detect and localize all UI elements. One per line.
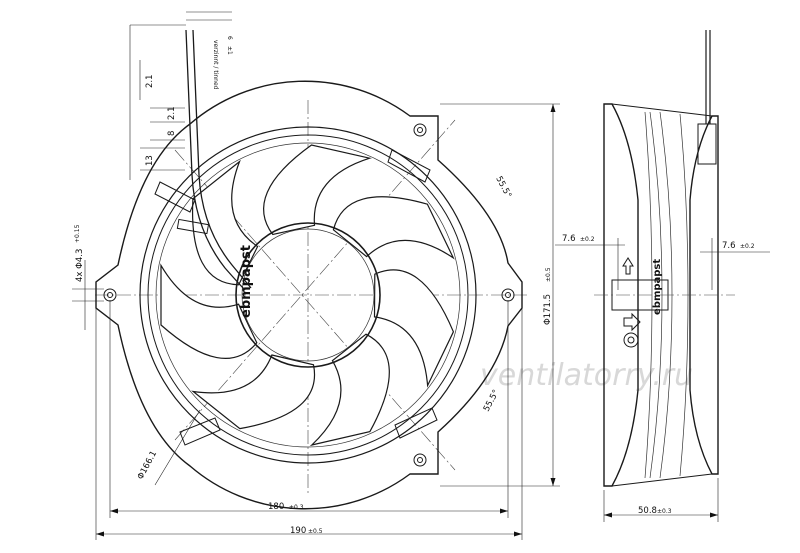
- impeller-blade: [191, 354, 316, 430]
- height-tol: ±0.5: [545, 267, 552, 282]
- mount-holes-tol: +0.15: [74, 224, 81, 243]
- side-housing-outline: [603, 103, 639, 487]
- lead-note: verzinnt / tinned: [212, 40, 219, 90]
- side-view: ebmpapst 7.6 ±0.2 7.6 ±0.2 50.8 ±0.3: [555, 30, 770, 522]
- venturi-ring: [155, 142, 461, 448]
- mount-hole-bottom-right: [413, 453, 427, 467]
- side-housing-back: [689, 115, 719, 475]
- lead-c-value: 13: [145, 155, 155, 166]
- hole-spacing-value: 180: [268, 502, 284, 512]
- rotation-arrow-icon: [622, 257, 634, 275]
- offset-right-value: 7.6: [722, 241, 736, 251]
- impeller-blade: [309, 333, 390, 447]
- height-value: Φ171.5: [543, 294, 553, 325]
- front-dimensions: 190 ±0.5 180 ±0.3 Φ171.5 ±0.5 Φ166.1 55.…: [72, 11, 560, 540]
- impeller-blade: [263, 144, 372, 236]
- depth-value: 50.8: [638, 506, 657, 516]
- lead-a-value: 2.1: [167, 106, 177, 120]
- watermark: ventilatorry.ru: [480, 358, 693, 393]
- hub-outer: [235, 222, 381, 368]
- hub-logo: ebmpapst: [239, 245, 254, 318]
- angle-top-value: 55.5°: [493, 175, 513, 200]
- mount-hole-top-right: [413, 123, 427, 137]
- offset-left-tol: ±0.2: [580, 236, 595, 243]
- overall-width-value: 190: [290, 526, 306, 536]
- lead-wires: [176, 29, 252, 291]
- side-logo: ebmpapst: [652, 259, 663, 315]
- overall-width-tol: ±0.5: [308, 528, 323, 535]
- airflow-arrow-icon: [623, 312, 641, 332]
- lead-length-value: 2.1: [145, 74, 155, 88]
- offset-right-tol: ±0.2: [740, 243, 755, 250]
- lead-b-value: 8: [167, 131, 177, 136]
- impeller-blade: [332, 196, 455, 260]
- impeller-blades: [160, 144, 455, 447]
- hole-spacing-tol: ±0.3: [289, 504, 304, 511]
- impeller-blade: [191, 159, 259, 286]
- impeller-blade: [373, 269, 455, 388]
- diameter-value: Φ166.1: [136, 449, 159, 481]
- ground-screw: [623, 332, 639, 348]
- impeller-blade: [160, 263, 258, 359]
- offset-left-value: 7.6: [562, 234, 576, 244]
- housing-ring-inner: [147, 134, 469, 456]
- mount-holes-value: 4x Φ4.3: [75, 249, 85, 282]
- hub-inner: [241, 228, 375, 362]
- strip-length-value: 6: [226, 36, 233, 40]
- strip-length-tol: ±1: [226, 46, 233, 55]
- support-struts: [154, 149, 438, 446]
- housing-ring-outer: [139, 126, 477, 464]
- front-view: ebmpapst: [95, 29, 528, 510]
- depth-tol: ±0.3: [657, 508, 672, 515]
